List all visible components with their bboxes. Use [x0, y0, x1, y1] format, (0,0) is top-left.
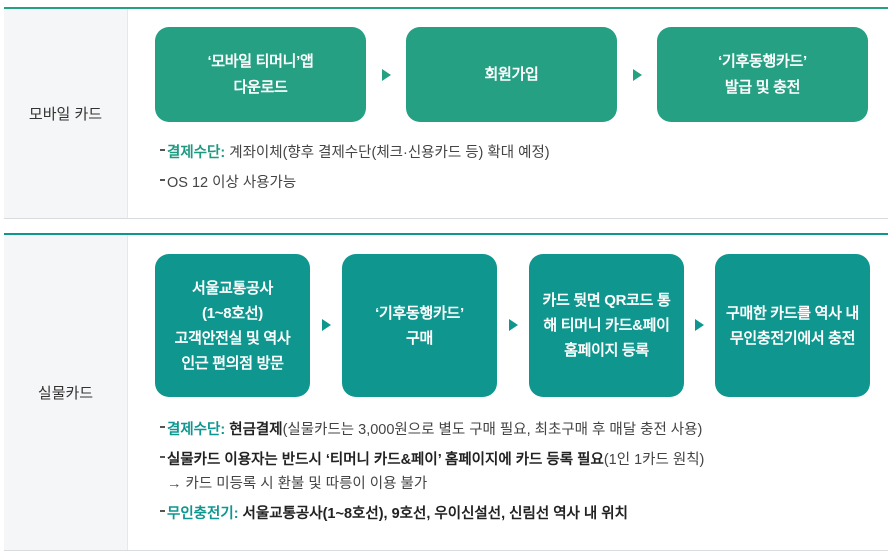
- step-line: 구매한 카드를 역사 내: [725, 304, 860, 322]
- step-line: 인근 편의점 방문: [181, 354, 284, 372]
- step-line: ‘모바일 티머니’앱: [207, 52, 314, 70]
- note-key: 결제수단:: [167, 145, 226, 161]
- note-strong-text: 서울교통공사(1~8호선), 9호선, 우이신설선, 신림선 역사 내 위치: [238, 506, 628, 522]
- step-line: 발급 및 충전: [724, 78, 801, 96]
- section-bottom-border: [4, 218, 888, 219]
- step-box-purchase: ‘기후동행카드’ 구매: [342, 254, 497, 397]
- note-kiosk-locations: 무인충전기: 서울교통공사(1~8호선), 9호선, 우이신설선, 신림선 역사…: [159, 502, 704, 526]
- note-payment-method: 결제수단: 계좌이체(향후 결제수단(체크·신용카드 등) 확대 예정): [159, 141, 550, 165]
- step-box-charge-at-kiosk: 구매한 카드를 역사 내 무인충전기에서 충전: [715, 254, 870, 397]
- row-label-mobile: 모바일 카드: [4, 9, 128, 218]
- note-key: 결제수단:: [167, 422, 226, 438]
- step-line: 홈페이지 등록: [564, 342, 649, 359]
- triangle-right-icon: [322, 319, 331, 331]
- row-label-physical: 실물카드: [4, 235, 128, 550]
- physical-notes-list: 결제수단: 현금결제(실물카드는 3,000원으로 별도 구매 필요, 최초구매…: [159, 418, 704, 532]
- step-line: ‘기후동행카드’: [718, 52, 807, 70]
- row-label-text: 실물카드: [37, 385, 94, 402]
- note-registration-required: 실물카드 이용자는 반드시 ‘티머니 카드&페이’ 홈페이지에 카드 등록 필요…: [159, 448, 704, 496]
- row-label-text: 모바일 카드: [28, 106, 103, 123]
- step-line: 회원가입: [484, 65, 539, 83]
- step-box-app-download: ‘모바일 티머니’앱 다운로드: [155, 27, 366, 122]
- step-box-register-card: 카드 뒷면 QR코드 통 해 티머니 카드&페이 홈페이지 등록: [529, 254, 684, 397]
- note-os-requirement: OS 12 이상 사용가능: [159, 171, 550, 195]
- section-top-border: [4, 7, 888, 9]
- step-line: (1~8호선): [202, 304, 263, 322]
- mobile-notes-list: 결제수단: 계좌이체(향후 결제수단(체크·신용카드 등) 확대 예정) OS …: [159, 141, 550, 201]
- note-sub-text: → 카드 미등록 시 환불 및 따릉이 이용 불가: [167, 476, 428, 492]
- step-box-visit-store: 서울교통공사 (1~8호선) 고객안전실 및 역사 인근 편의점 방문: [155, 254, 310, 397]
- step-line: 서울교통공사: [191, 279, 273, 297]
- step-box-sign-up: 회원가입: [406, 27, 617, 122]
- section-bottom-border: [4, 550, 888, 551]
- note-text: OS 12 이상 사용가능: [167, 175, 297, 191]
- triangle-right-icon: [633, 69, 642, 81]
- step-line: ‘기후동행카드’: [375, 304, 464, 322]
- step-box-issue-charge: ‘기후동행카드’ 발급 및 충전: [657, 27, 868, 122]
- note-payment-method: 결제수단: 현금결제(실물카드는 3,000원으로 별도 구매 필요, 최초구매…: [159, 418, 704, 442]
- triangle-right-icon: [382, 69, 391, 81]
- note-text: (실물카드는 3,000원으로 별도 구매 필요, 최초구매 후 매달 충전 사…: [282, 422, 703, 438]
- triangle-right-icon: [695, 319, 704, 331]
- note-text: (1인 1카드 원칙): [603, 452, 705, 468]
- mobile-card-section: 모바일 카드 ‘모바일 티머니’앱 다운로드 회원가입 ‘기후동행카드’ 발급 …: [4, 7, 888, 219]
- triangle-right-icon: [509, 319, 518, 331]
- note-key: 무인충전기:: [167, 506, 239, 522]
- note-strong-text: 실물카드 이용자는 반드시 ‘티머니 카드&페이’ 홈페이지에 카드 등록 필요: [167, 452, 604, 468]
- step-line: 무인충전기에서 충전: [729, 329, 856, 347]
- step-line: 고객안전실 및 역사: [174, 329, 291, 347]
- physical-card-section: 실물카드 서울교통공사 (1~8호선) 고객안전실 및 역사 인근 편의점 방문…: [4, 233, 888, 551]
- section-top-border: [4, 233, 888, 235]
- step-line: 해 티머니 카드&페이: [543, 317, 670, 334]
- note-strong-text: 현금결제: [225, 422, 283, 438]
- step-line: 구매: [405, 329, 433, 347]
- note-text: 계좌이체(향후 결제수단(체크·신용카드 등) 확대 예정): [225, 145, 550, 161]
- step-line: 다운로드: [233, 78, 288, 96]
- step-line: 카드 뒷면 QR코드 통: [542, 292, 671, 309]
